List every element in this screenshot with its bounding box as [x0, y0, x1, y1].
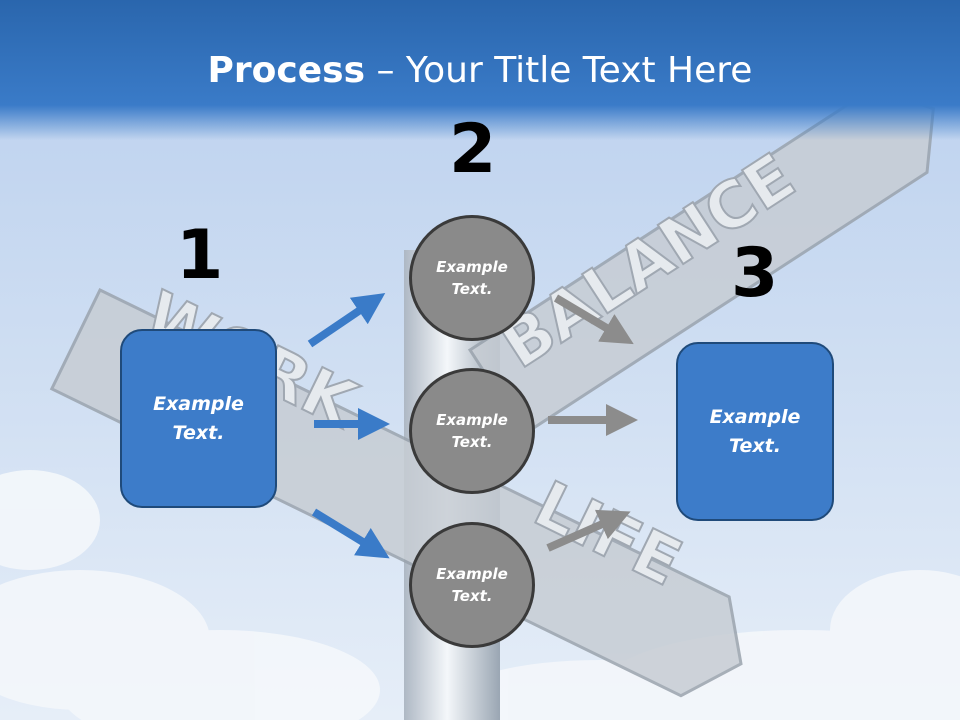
arrow-1-to-2a	[307, 293, 386, 348]
step-2-circle-2-text: Example Text.	[436, 410, 508, 452]
title-bold: Process	[207, 50, 366, 91]
title-rest: – Your Title Text Here	[365, 50, 753, 91]
step-2-circle-3: Example Text.	[409, 522, 535, 648]
step-3-text: Example Text.	[709, 406, 801, 457]
step-2-circle-1-text: Example Text.	[436, 257, 508, 299]
arrow-2c-to-3	[546, 509, 631, 552]
step-3-box: Example Text.	[676, 342, 834, 521]
step-2-circle-3-text: Example Text.	[436, 564, 508, 606]
header-band	[0, 0, 960, 140]
step-number-1: 1	[176, 216, 224, 295]
step-number-2: 2	[449, 110, 497, 189]
arrow-1-to-2c	[311, 508, 390, 559]
slide-title: Process – Your Title Text Here	[0, 50, 960, 91]
step-2-circle-1: Example Text.	[409, 215, 535, 341]
step-number-3: 3	[731, 234, 779, 313]
arrow-2a-to-3	[553, 294, 634, 345]
step-1-box: Example Text.	[120, 329, 277, 508]
step-2-circle-2: Example Text.	[409, 368, 535, 494]
step-1-text: Example Text.	[153, 393, 244, 444]
